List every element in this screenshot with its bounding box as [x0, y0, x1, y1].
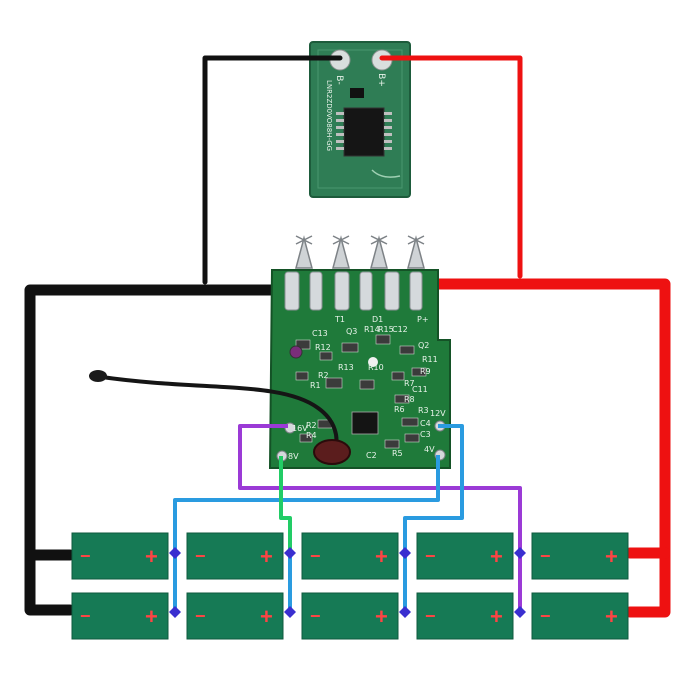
svg-text:+: +	[490, 604, 503, 629]
cell: −+	[71, 592, 169, 640]
blue-wire-4v	[173, 455, 440, 555]
svg-text:R1: R1	[310, 381, 321, 390]
svg-text:+: +	[260, 544, 273, 569]
black-wire-top	[202, 55, 343, 285]
cell: −+	[186, 532, 284, 580]
svg-text:C12: C12	[392, 325, 408, 334]
svg-text:C3: C3	[420, 430, 431, 439]
cell: −+	[416, 532, 514, 580]
svg-text:R11: R11	[422, 355, 438, 364]
svg-text:R15: R15	[378, 325, 394, 334]
svg-text:Q3: Q3	[346, 327, 357, 336]
silkscreen-labels: C13 Q3 T1 D1 R14 R15 C12 P+ R12 Q2 R11 C…	[306, 315, 438, 460]
board-part-code: LNR2ZD0VO88H-GG	[325, 80, 333, 151]
cell: −+	[531, 592, 629, 640]
purple-wire	[238, 424, 522, 555]
green-wire-8v	[279, 456, 292, 555]
svg-text:−: −	[310, 546, 321, 566]
svg-text:R2: R2	[306, 421, 317, 430]
tap-12v-label: 12V	[430, 409, 446, 418]
svg-text:−: −	[540, 546, 551, 566]
svg-text:C2: C2	[366, 451, 377, 460]
power-wires	[24, 55, 671, 618]
svg-text:D1: D1	[372, 315, 383, 324]
svg-text:R3: R3	[418, 406, 429, 415]
svg-text:−: −	[425, 606, 436, 626]
thermistor	[89, 370, 351, 465]
protection-ic	[336, 107, 392, 157]
svg-text:C11: C11	[412, 385, 428, 394]
svg-text:R7: R7	[404, 379, 415, 388]
svg-text:−: −	[80, 546, 91, 566]
svg-text:C13: C13	[312, 329, 328, 338]
svg-text:R2: R2	[318, 371, 329, 380]
svg-text:−: −	[80, 606, 91, 626]
red-wire-top	[379, 55, 523, 279]
svg-text:+: +	[605, 604, 618, 629]
battery-cells: −+ −+ −+ −+ −+ −+ −+ −+ −+ −+	[71, 532, 629, 640]
svg-text:+: +	[605, 544, 618, 569]
tap-16v-label: 16V	[292, 424, 308, 433]
terminal-clips	[295, 235, 425, 269]
cell: −+	[186, 592, 284, 640]
svg-text:R4: R4	[306, 431, 317, 440]
svg-text:T1: T1	[334, 315, 345, 324]
svg-text:R12: R12	[315, 343, 331, 352]
svg-text:−: −	[195, 546, 206, 566]
svg-text:+: +	[490, 544, 503, 569]
small-protection-board: B- B+ LNR2ZD0VO88H-GG	[309, 41, 411, 198]
svg-text:R14: R14	[364, 325, 380, 334]
control-ic	[351, 411, 379, 435]
svg-text:R5: R5	[392, 449, 403, 458]
cell: −+	[416, 592, 514, 640]
svg-text:+: +	[145, 544, 158, 569]
tap-4v-label: 4V	[424, 445, 435, 454]
blue-wire-12v	[403, 424, 464, 555]
b-plus-label: B+	[376, 73, 386, 87]
black-wire-main	[24, 284, 298, 616]
mosfet	[350, 88, 364, 98]
svg-text:R8: R8	[404, 395, 415, 404]
svg-text:R13: R13	[338, 363, 354, 372]
svg-text:−: −	[310, 606, 321, 626]
svg-text:+: +	[260, 604, 273, 629]
svg-text:−: −	[195, 606, 206, 626]
svg-text:+: +	[375, 604, 388, 629]
svg-text:R6: R6	[394, 405, 405, 414]
svg-text:R9: R9	[420, 367, 431, 376]
svg-text:−: −	[425, 546, 436, 566]
svg-text:Q2: Q2	[418, 341, 429, 350]
tap-8v-label: 8V	[288, 452, 299, 461]
red-wire-main	[426, 278, 671, 618]
cell: −+	[301, 532, 399, 580]
main-bms-board: C13 Q3 T1 D1 R14 R15 C12 P+ R12 Q2 R11 C…	[268, 235, 451, 469]
svg-text:+: +	[145, 604, 158, 629]
cell: −+	[531, 532, 629, 580]
cell: −+	[71, 532, 169, 580]
svg-text:−: −	[540, 606, 551, 626]
b-minus-label: B-	[334, 75, 344, 84]
svg-text:+: +	[375, 544, 388, 569]
cell: −+	[301, 592, 399, 640]
svg-text:R10: R10	[368, 363, 384, 372]
junction-nodes	[169, 547, 526, 618]
svg-text:P+: P+	[417, 315, 429, 324]
balance-wires	[173, 424, 522, 612]
svg-text:C4: C4	[420, 419, 431, 428]
